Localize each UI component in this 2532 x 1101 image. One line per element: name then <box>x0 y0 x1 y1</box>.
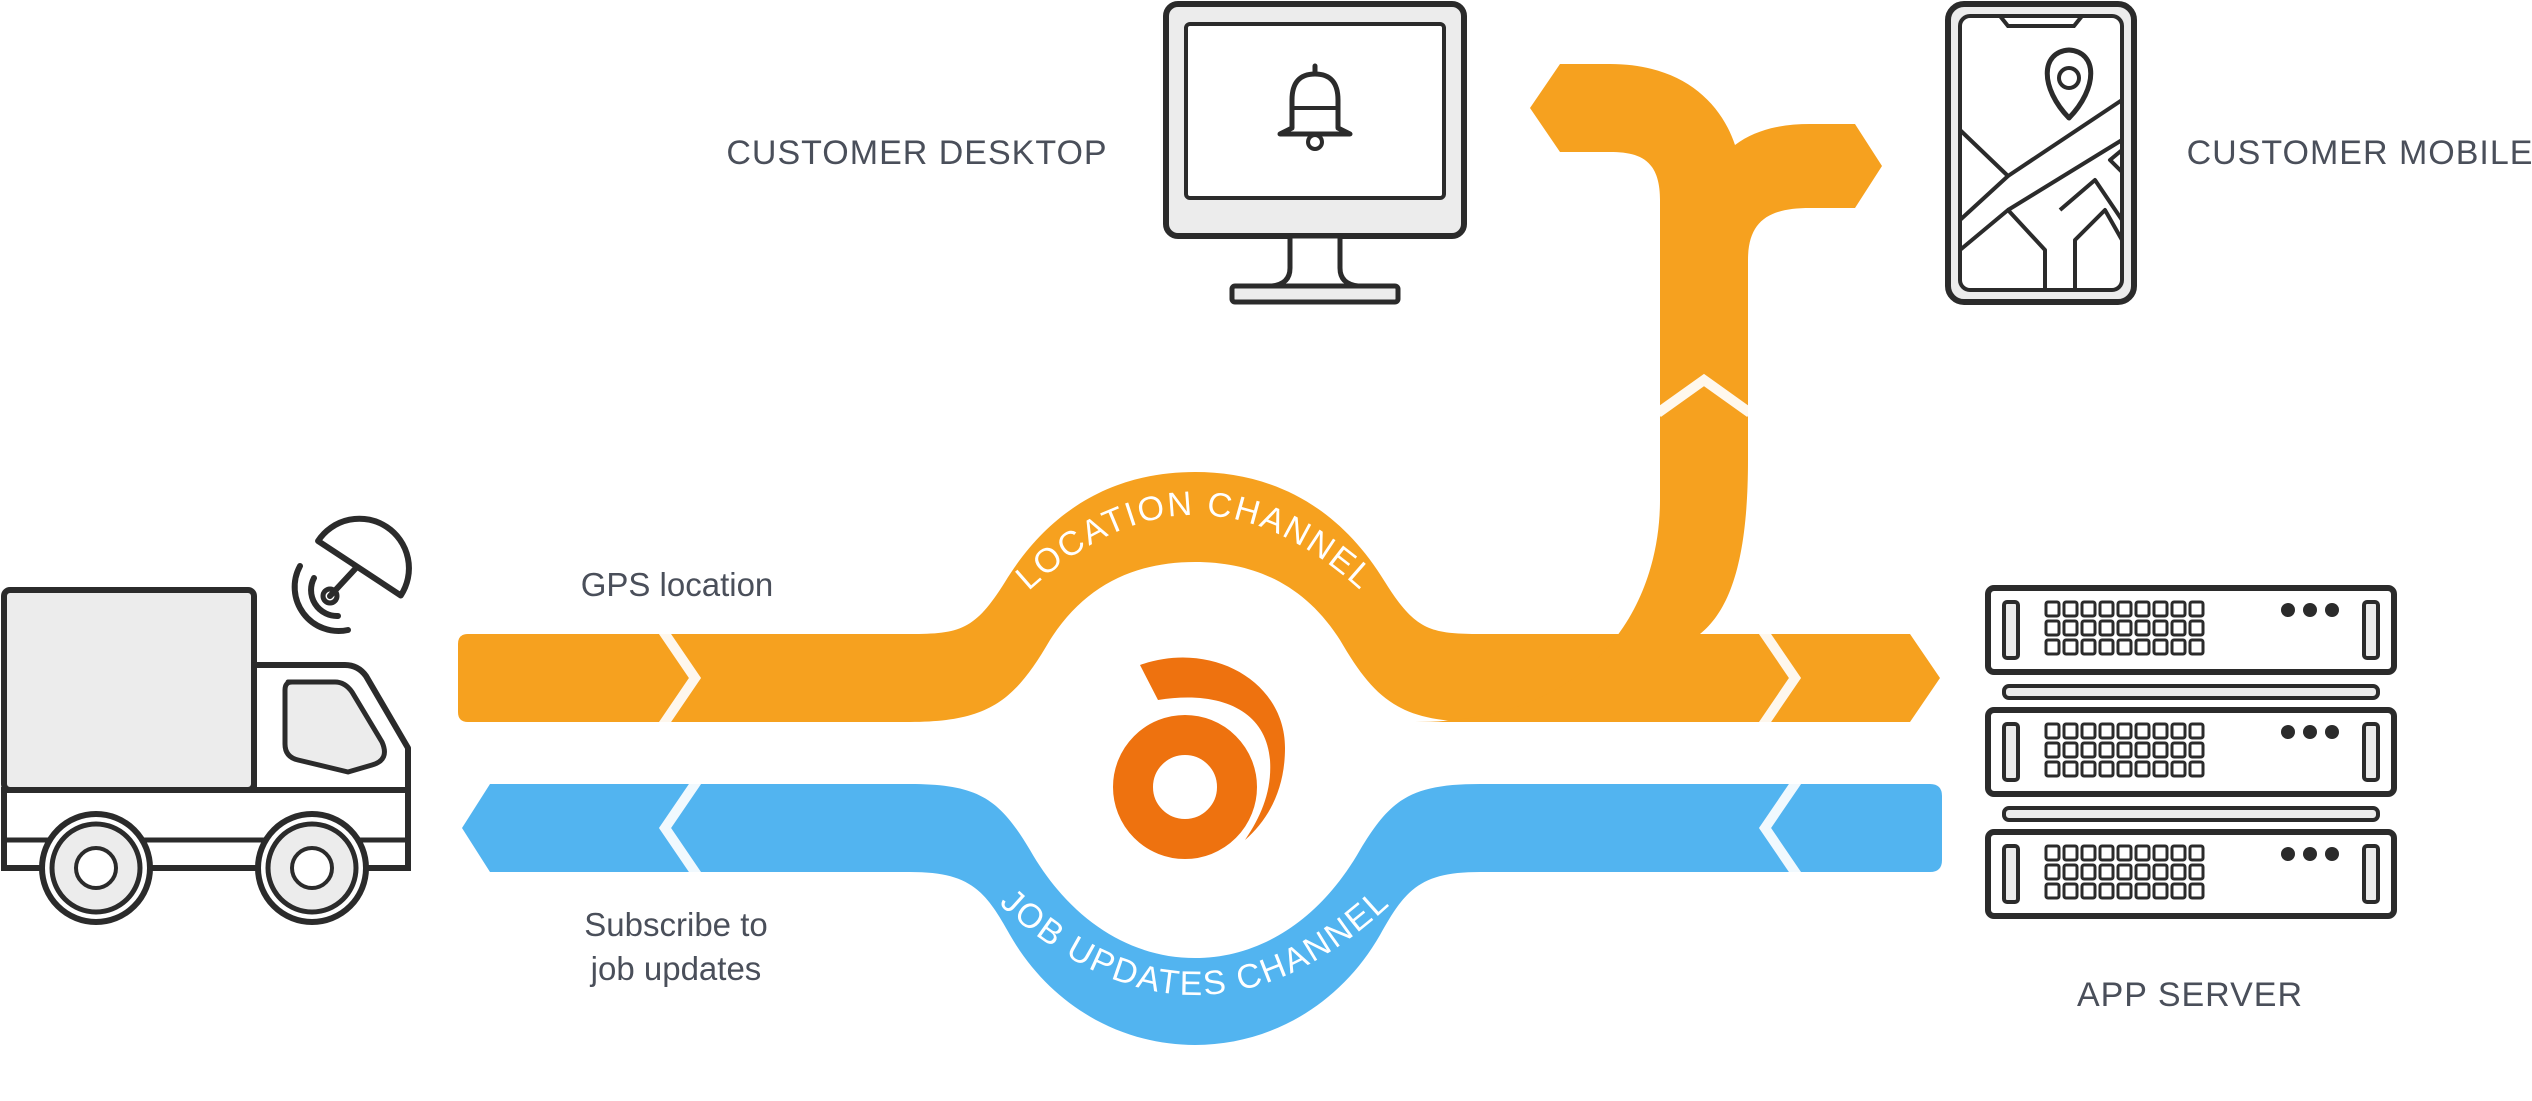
chevron-up-icon <box>1655 373 1753 417</box>
server-rack-icon <box>1985 585 2397 919</box>
map-pin-icon <box>2044 47 2094 121</box>
customer-desktop-label: CUSTOMER DESKTOP <box>726 134 1107 172</box>
location-channel-band <box>458 64 1940 722</box>
ably-logo-icon <box>1113 657 1285 859</box>
satellite-dish-icon <box>291 515 412 634</box>
customer-mobile-label: CUSTOMER MOBILE <box>2187 134 2532 172</box>
chevron-left-icon <box>1758 777 1802 879</box>
subscribe-label-line1: Subscribe to <box>584 906 767 943</box>
desktop-monitor-icon <box>1163 1 1467 305</box>
gps-location-label: GPS location <box>581 566 774 603</box>
server-unit <box>1985 707 2397 797</box>
location-channel-branch <box>1415 64 1882 722</box>
server-unit <box>1985 585 2397 675</box>
server-rail <box>2002 806 2380 822</box>
server-rail <box>2002 684 2380 700</box>
job-updates-channel-band <box>462 784 1942 1045</box>
subscribe-label-line2: job updates <box>590 950 762 987</box>
chevron-left-icon <box>658 777 702 879</box>
flow-direction-chevrons <box>658 373 1802 879</box>
server-unit <box>1985 829 2397 919</box>
chevron-right-icon <box>1758 627 1802 729</box>
mobile-phone-icon <box>1945 1 2137 305</box>
app-server-label: APP SERVER <box>2077 976 2303 1014</box>
bell-icon <box>1277 63 1353 151</box>
chevron-right-icon <box>658 627 702 729</box>
truck-icon <box>1 587 411 925</box>
